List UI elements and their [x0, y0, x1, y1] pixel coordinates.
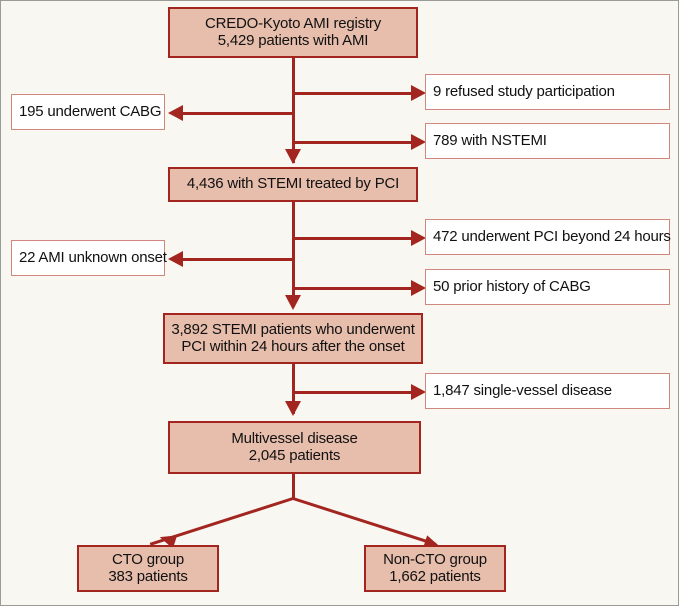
connector-trunk-4 [292, 474, 295, 500]
node-exclusion-prior-cabg: 50 prior history of CABG [425, 269, 670, 305]
connector-to-prior-cabg [292, 287, 413, 290]
arrowhead-prior-cabg [411, 280, 426, 296]
arrowhead-down-3 [285, 401, 301, 416]
exclusion-prior-cabg-label: 50 prior history of CABG [433, 277, 591, 295]
node-stemi-24h-line1: 3,892 STEMI patients who underwent [171, 320, 415, 338]
connector-to-unknown-onset [181, 258, 294, 261]
exclusion-nstemi-label: 789 with NSTEMI [433, 131, 547, 149]
connector-to-nstemi [292, 141, 413, 144]
node-registry: CREDO-Kyoto AMI registry 5,429 patients … [168, 7, 418, 58]
node-multivessel-line2: 2,045 patients [248, 446, 341, 464]
arrowhead-cabg [168, 105, 183, 121]
connector-to-pci-beyond-24h [292, 237, 413, 240]
exclusion-refused-label: 9 refused study participation [433, 82, 615, 100]
arrowhead-refused [411, 85, 426, 101]
node-exclusion-unknown-onset: 22 AMI unknown onset [11, 240, 167, 276]
node-non-cto-group-line1: Non-CTO group [383, 550, 487, 568]
node-cto-group-line1: CTO group [111, 550, 185, 568]
connector-trunk-2 [292, 202, 295, 307]
node-non-cto-group-line2: 1,662 patients [389, 567, 481, 585]
node-cto-group: CTO group 383 patients [77, 545, 219, 592]
arrowhead-pci-beyond-24h [411, 230, 426, 246]
node-stemi-24h-line2: PCI within 24 hours after the onset [181, 337, 405, 355]
node-exclusion-cabg: 195 underwent CABG [11, 94, 165, 130]
arrowhead-down-2 [285, 295, 301, 310]
node-exclusion-single-vessel: 1,847 single-vessel disease [425, 373, 670, 409]
exclusion-single-vessel-label: 1,847 single-vessel disease [433, 381, 612, 399]
arrowhead-nstemi [411, 134, 426, 150]
node-registry-line2: 5,429 patients with AMI [217, 31, 369, 49]
node-stemi-pci: 4,436 with STEMI treated by PCI [168, 167, 418, 202]
node-multivessel-line1: Multivessel disease [231, 429, 358, 447]
node-exclusion-pci-beyond-24h: 472 underwent PCI beyond 24 hours [425, 219, 671, 255]
connector-to-single-vessel [292, 391, 413, 394]
node-stemi-24h: 3,892 STEMI patients who underwent PCI w… [163, 313, 423, 364]
exclusion-pci-beyond-24h-label: 472 underwent PCI beyond 24 hours [433, 227, 671, 245]
node-multivessel: Multivessel disease 2,045 patients [168, 421, 421, 474]
node-exclusion-nstemi: 789 with NSTEMI [425, 123, 670, 159]
connector-to-cabg [181, 112, 294, 115]
arrowhead-down-1 [285, 149, 301, 164]
node-non-cto-group: Non-CTO group 1,662 patients [364, 545, 506, 592]
node-exclusion-refused: 9 refused study participation [425, 74, 670, 110]
exclusion-cabg-label: 195 underwent CABG [19, 102, 162, 120]
exclusion-unknown-onset-label: 22 AMI unknown onset [19, 248, 167, 266]
node-cto-group-line2: 383 patients [108, 567, 188, 585]
arrowhead-single-vessel [411, 384, 426, 400]
connector-to-non-cto [292, 497, 437, 546]
arrowhead-unknown-onset [168, 251, 183, 267]
node-registry-line1: CREDO-Kyoto AMI registry [204, 14, 382, 32]
connector-to-refused [292, 92, 413, 95]
connector-trunk-1 [292, 58, 295, 163]
connector-trunk-3 [292, 364, 295, 414]
node-stemi-pci-line1: 4,436 with STEMI treated by PCI [186, 175, 400, 193]
